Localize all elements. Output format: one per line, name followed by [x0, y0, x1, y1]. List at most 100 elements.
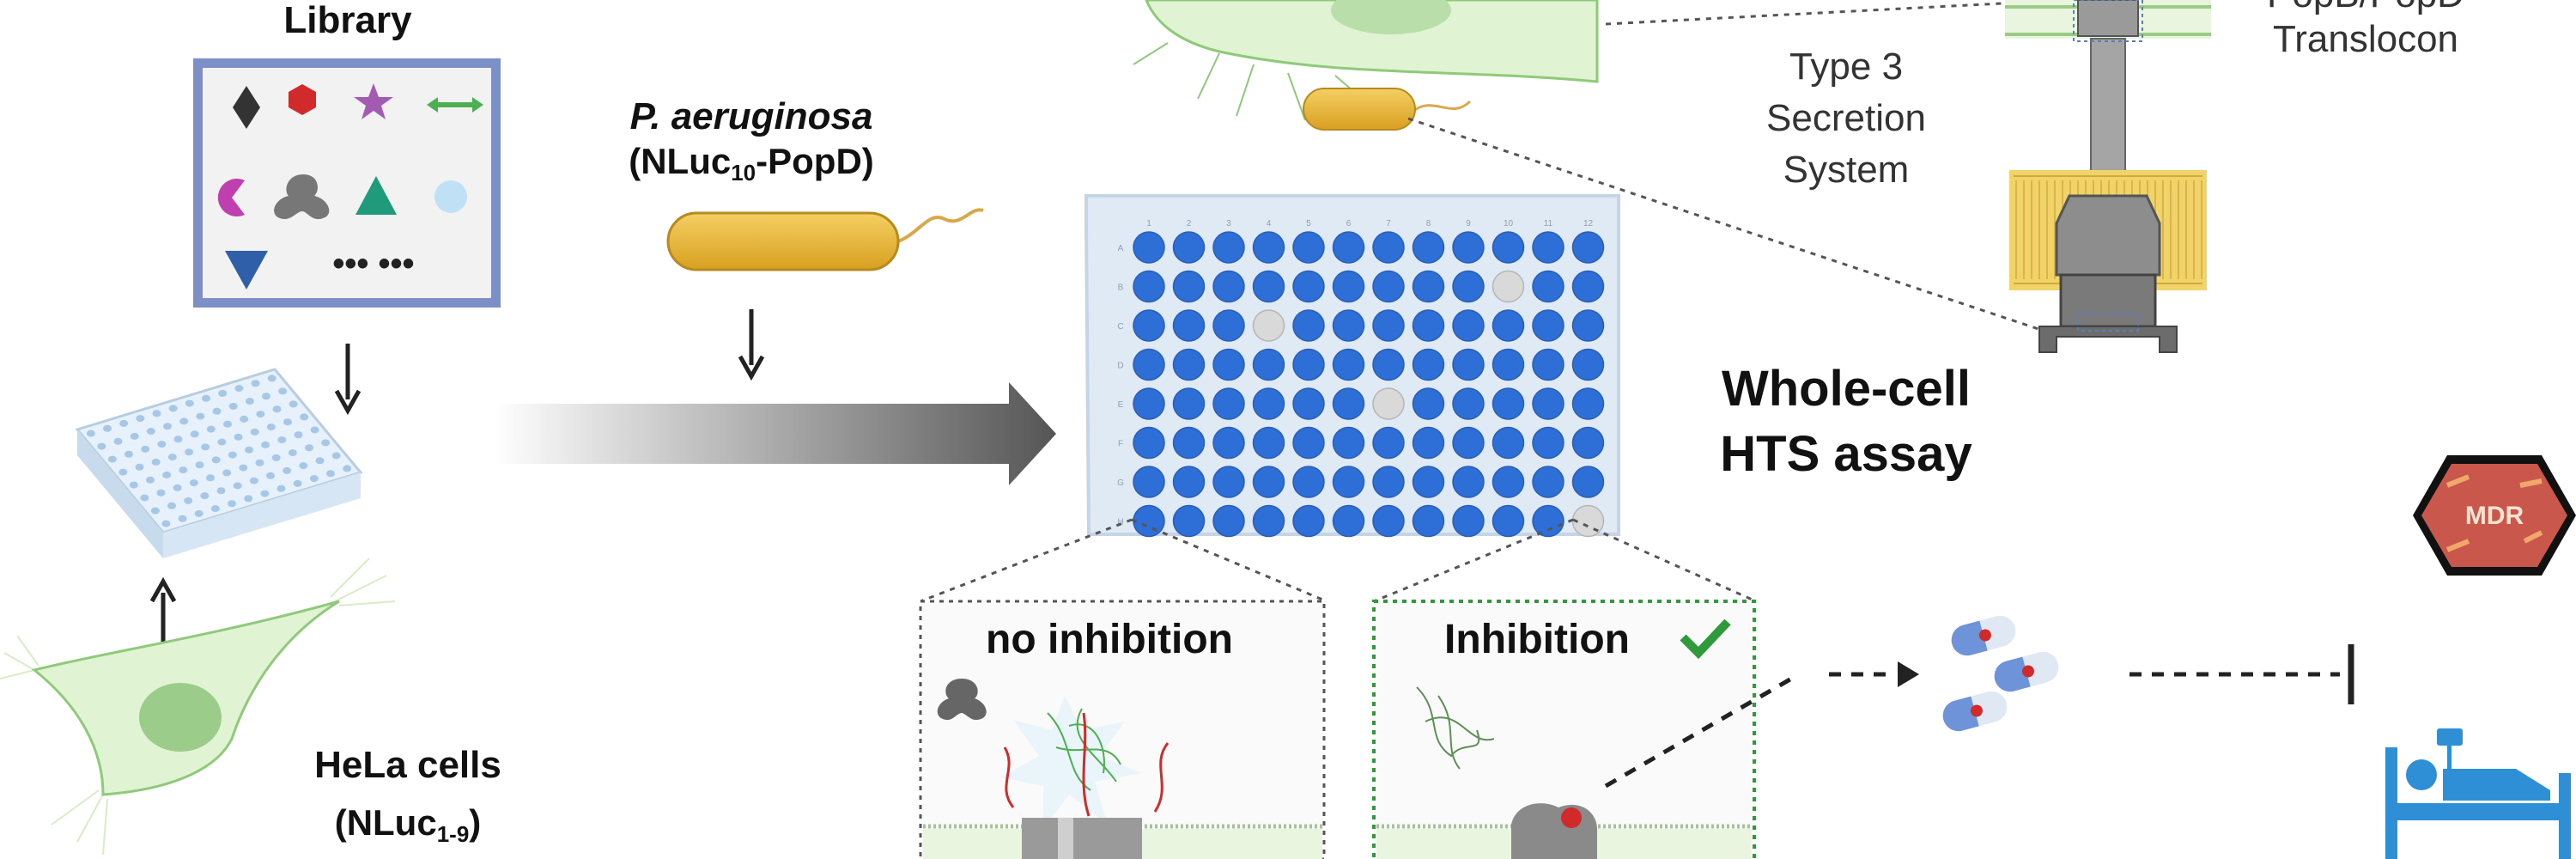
plate-row-label: A [1118, 244, 1124, 253]
well-inhibited [1372, 387, 1405, 420]
well-luminescent [1133, 231, 1165, 264]
mini-well [141, 445, 150, 453]
mini-well [255, 459, 264, 466]
well-luminescent [1532, 348, 1564, 381]
well-luminescent [1412, 466, 1445, 498]
well-luminescent [1412, 504, 1445, 538]
well-luminescent [1412, 387, 1445, 420]
well-luminescent [1292, 466, 1325, 498]
well-luminescent [1212, 231, 1245, 264]
patient-bed-icon [2385, 728, 2571, 859]
well-luminescent [1133, 426, 1165, 460]
mini-well [217, 438, 227, 446]
mini-well [326, 470, 335, 478]
well-luminescent [1133, 309, 1165, 342]
plate-row-label: E [1118, 400, 1124, 410]
capsule-icon [1942, 691, 2008, 732]
well-luminescent [1372, 466, 1405, 498]
mini-well [289, 400, 298, 408]
mini-well [179, 466, 188, 474]
plate-row-label: B [1118, 283, 1124, 293]
circle-icon [434, 180, 467, 213]
mini-well [173, 436, 183, 443]
plate-col-label: 4 [1267, 219, 1272, 228]
well-luminescent [1172, 504, 1206, 538]
well-inhibited [1252, 309, 1285, 342]
well-luminescent [1172, 387, 1206, 420]
mini-well [277, 436, 287, 444]
compound-icon-gray [937, 679, 987, 721]
library-box: ••• ••• [193, 58, 501, 308]
well-luminescent [1292, 348, 1325, 381]
mini-well [189, 479, 198, 487]
diamond-icon [233, 86, 260, 129]
well-luminescent [1452, 348, 1485, 381]
mini-well [150, 507, 160, 515]
mini-well [223, 420, 232, 428]
well-luminescent [1452, 309, 1485, 342]
well-luminescent [1212, 270, 1245, 303]
luciferase-glow [1047, 708, 1121, 791]
well-luminescent [1212, 426, 1245, 460]
mini-well [294, 431, 303, 439]
well-luminescent [1372, 231, 1405, 264]
panel-inhibition-title: Inhibition [1444, 617, 1630, 662]
mini-well [262, 393, 270, 400]
capsule-icons [1942, 615, 2059, 732]
well-luminescent [1332, 231, 1365, 264]
mini-well [250, 428, 259, 436]
mini-well [146, 476, 155, 484]
mini-well [210, 505, 220, 513]
well-luminescent [1452, 270, 1485, 303]
well-luminescent [1133, 348, 1165, 381]
mini-well [272, 405, 282, 413]
mini-well [161, 520, 171, 527]
well-luminescent [1292, 504, 1325, 538]
mini-well [305, 444, 313, 452]
mini-well [163, 423, 172, 430]
mini-well [244, 495, 253, 503]
assay-title-line2: HTS assay [1720, 426, 1971, 482]
mini-well [135, 463, 144, 471]
mini-well [321, 439, 331, 447]
well-luminescent [1292, 387, 1325, 420]
well-luminescent [1571, 231, 1605, 264]
mini-well [343, 465, 352, 472]
library-title: Library [283, 0, 412, 41]
panel-no-inhibition: no inhibition [919, 600, 1326, 859]
well-luminescent [1252, 348, 1285, 381]
well-luminescent [1571, 387, 1605, 420]
hela-construct: (NLuc1-9) [335, 802, 482, 847]
mini-well [184, 497, 193, 504]
hit-arrow-head [1898, 661, 1919, 687]
mini-well [125, 450, 133, 458]
well-luminescent [1172, 270, 1206, 303]
well-luminescent [1133, 466, 1165, 498]
mini-well [216, 487, 226, 495]
well-luminescent [1492, 387, 1525, 420]
mini-well [239, 464, 248, 472]
well-luminescent [1252, 231, 1285, 264]
mini-well [245, 446, 253, 454]
mdr-label: MDR [2465, 502, 2524, 530]
plate-col-label: 11 [1544, 219, 1553, 228]
mini-well [283, 418, 292, 426]
mini-well [240, 415, 249, 423]
plate-col-label: 8 [1426, 219, 1431, 228]
mini-well [228, 500, 236, 508]
well-luminescent [1452, 466, 1485, 498]
mini-well [156, 489, 166, 497]
mini-well [212, 407, 222, 415]
hela-cell [0, 557, 396, 856]
zoom-lines-plate [920, 518, 1757, 603]
well-luminescent [1292, 270, 1325, 303]
mini-well [185, 448, 193, 456]
mini-well [86, 430, 95, 437]
well-luminescent [1372, 270, 1405, 303]
well-inhibited [1492, 270, 1525, 303]
well-luminescent [1492, 426, 1525, 460]
well-luminescent [1212, 309, 1245, 342]
well-luminescent [1172, 231, 1206, 264]
plate-col-label: 10 [1504, 219, 1514, 228]
